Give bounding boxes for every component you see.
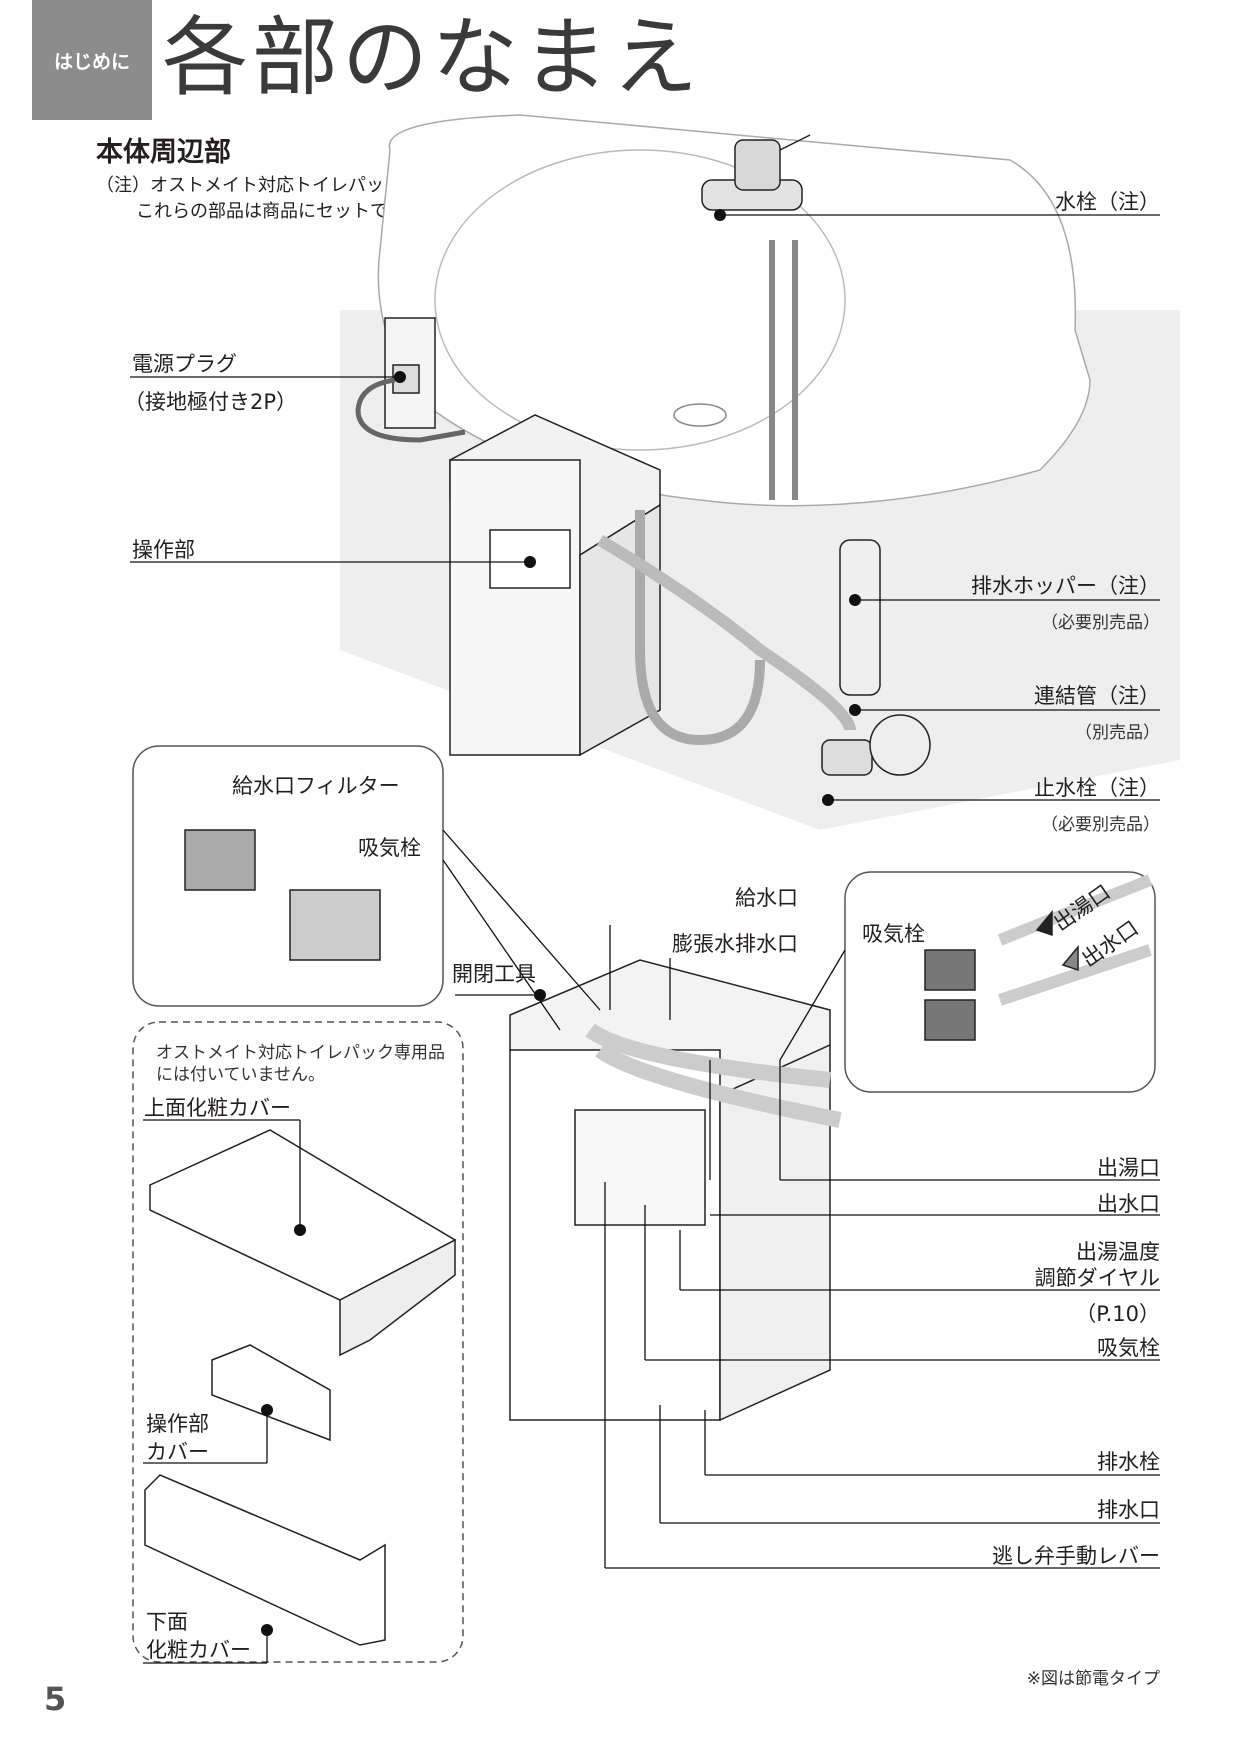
label-inset-air-valve-2: 吸気栓	[862, 922, 925, 946]
label-expansion-drain: 膨張水排水口	[672, 932, 798, 956]
label-water-inlet: 給水口	[735, 886, 798, 910]
label-air-valve: 吸気栓	[1097, 1336, 1160, 1360]
ostomate-note-1: オストメイト対応トイレパック専用品	[156, 1043, 445, 1063]
label-inset-air-valve: 吸気栓	[358, 836, 421, 860]
footnote: ※図は節電タイプ	[1026, 1669, 1160, 1689]
label-connecting-pipe: 連結管（注）	[1034, 684, 1160, 708]
label-temp-dial-2: 調節ダイヤル	[1034, 1266, 1160, 1290]
label-top-cover: 上面化粧カバー	[144, 1096, 291, 1120]
label-stop-valve: 止水栓（注）	[1034, 776, 1160, 800]
page-title: 各部のなまえ	[162, 8, 702, 108]
label-drain-valve: 排水栓	[1097, 1450, 1160, 1474]
label-bottom-cover-2: 化粧カバー	[146, 1638, 251, 1662]
label-power-plug: 電源プラグ	[132, 352, 237, 376]
label-drain-hopper: 排水ホッパー（注）	[971, 574, 1160, 598]
label-control-unit: 操作部	[132, 538, 195, 562]
label-temp-dial-page: （P.10）	[1075, 1302, 1160, 1326]
label-hot-outlet: 出湯口	[1097, 1156, 1160, 1180]
ostomate-note-2: には付いていません。	[156, 1065, 325, 1085]
label-inlet-filter: 給水口フィルター	[232, 774, 400, 798]
label-control-cover-2: カバー	[146, 1440, 209, 1464]
label-water-outlet: 出水口	[1097, 1192, 1160, 1216]
label-connecting-pipe-sub: （別売品）	[1075, 723, 1160, 743]
label-drain-port: 排水口	[1097, 1498, 1160, 1522]
section-tag: はじめに	[32, 0, 152, 120]
page-number: 5	[44, 1680, 67, 1718]
label-temp-dial-1: 出湯温度	[1076, 1240, 1160, 1264]
label-stop-valve-sub: （必要別売品）	[1041, 815, 1160, 835]
label-drain-hopper-sub: （必要別売品）	[1041, 613, 1160, 633]
label-faucet: 水栓（注）	[1055, 190, 1160, 214]
label-opening-tool: 開閉工具	[452, 962, 536, 986]
section-heading: 本体周辺部	[96, 137, 231, 168]
label-control-cover-1: 操作部	[146, 1412, 209, 1436]
label-bottom-cover-1: 下面	[146, 1610, 188, 1634]
label-relief-lever: 逃し弁手動レバー	[992, 1544, 1160, 1568]
label-power-plug-sub: （接地極付き2P）	[124, 390, 298, 414]
